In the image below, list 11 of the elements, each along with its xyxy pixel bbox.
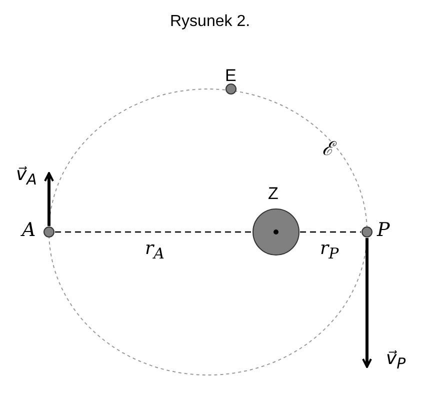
edge-label: r$_{A}$ <box>145 240 164 262</box>
radius-line <box>55 231 252 233</box>
point-label: Z <box>268 185 278 202</box>
point-label: A <box>22 221 36 240</box>
point-label: E <box>225 67 236 84</box>
edge-label: r$_{P}$ <box>320 240 339 262</box>
figure-title: Rysunek 2. <box>170 14 250 30</box>
point-label: P <box>377 221 390 240</box>
radius-line <box>300 231 361 233</box>
velocity-label: v⃗$_{A}$ <box>16 166 37 188</box>
velocity-label: v⃗$_{P}$ <box>386 350 406 372</box>
